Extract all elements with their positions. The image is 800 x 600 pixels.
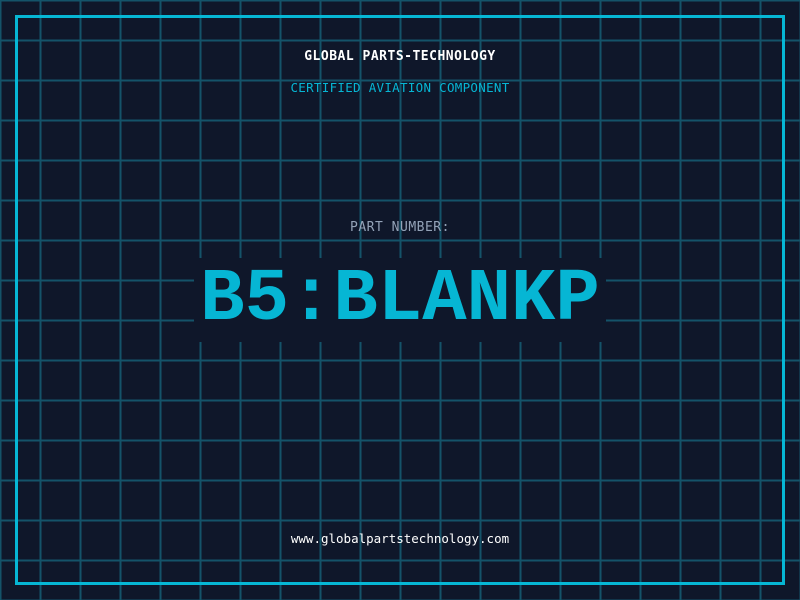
part-number-container: B5:BLANKP <box>0 258 800 342</box>
certification-subtitle: CERTIFIED AVIATION COMPONENT <box>290 80 510 95</box>
part-number-value: B5:BLANKP <box>194 258 606 342</box>
part-number-label: PART NUMBER: <box>350 220 450 235</box>
website-url[interactable]: www.globalpartstechnology.com <box>290 531 510 546</box>
frame-border <box>15 15 785 585</box>
company-name: GLOBAL PARTS-TECHNOLOGY <box>304 49 496 64</box>
